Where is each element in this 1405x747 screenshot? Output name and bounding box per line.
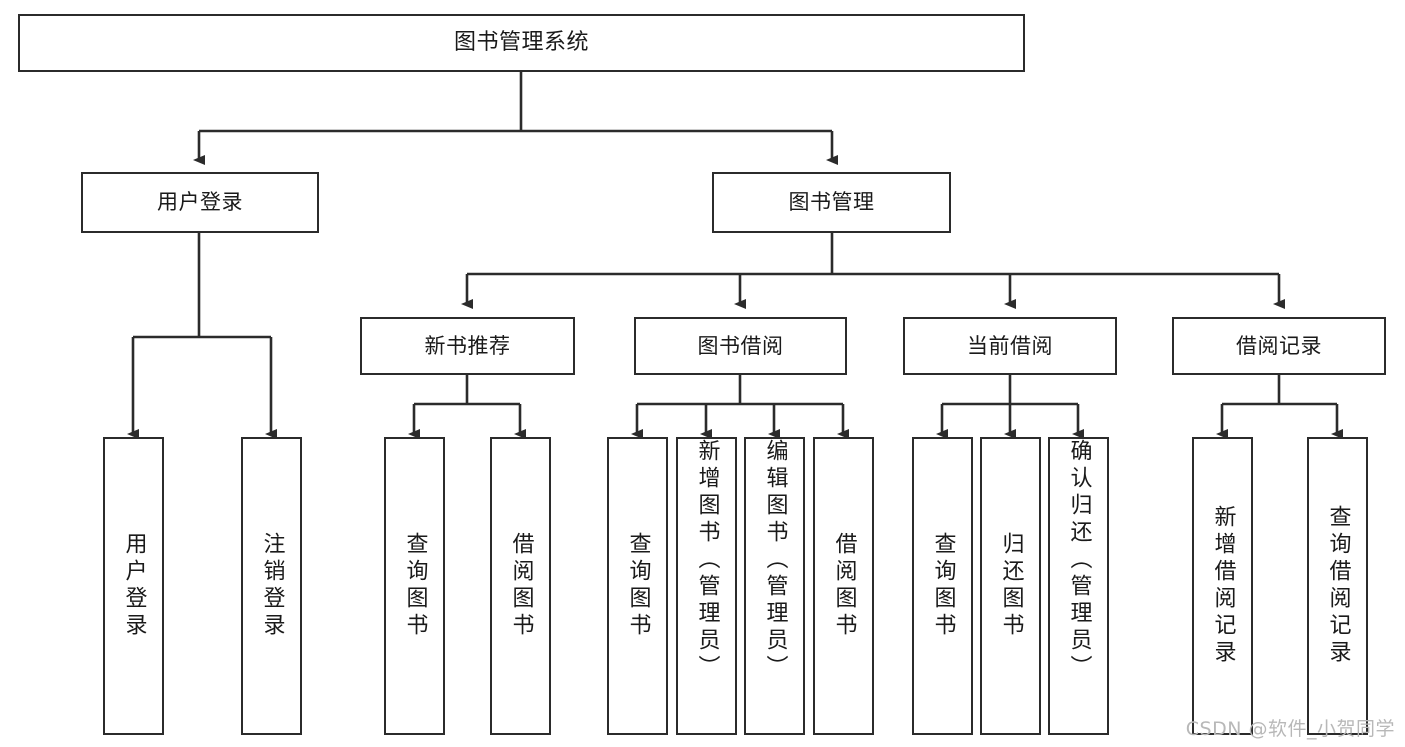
node-leaf-query-book-3[interactable]: 查询图书 <box>912 437 973 735</box>
node-leaf-confirm-return-label: 确认归还（管理员） <box>1066 439 1092 682</box>
node-leaf-borrow-book-1[interactable]: 借阅图书 <box>490 437 551 735</box>
node-leaf-query-record[interactable]: 查询借阅记录 <box>1307 437 1368 735</box>
node-leaf-return-book[interactable]: 归还图书 <box>980 437 1041 735</box>
node-leaf-query-book-2-label: 查询图书 <box>625 532 651 640</box>
node-current-borrow-label: 当前借阅 <box>967 333 1053 358</box>
node-leaf-borrow-book-2-label: 借阅图书 <box>831 532 857 640</box>
node-new-book-recommend[interactable]: 新书推荐 <box>360 317 575 375</box>
node-leaf-query-book-1[interactable]: 查询图书 <box>384 437 445 735</box>
node-current-borrow[interactable]: 当前借阅 <box>903 317 1117 375</box>
node-leaf-logout[interactable]: 注销登录 <box>241 437 302 735</box>
node-leaf-edit-book-label: 编辑图书（管理员） <box>762 439 788 682</box>
node-book-borrow[interactable]: 图书借阅 <box>634 317 847 375</box>
node-leaf-user-login-label: 用户登录 <box>121 532 147 640</box>
node-leaf-query-book-2[interactable]: 查询图书 <box>607 437 668 735</box>
node-leaf-add-book-label: 新增图书（管理员） <box>694 439 720 682</box>
node-leaf-logout-label: 注销登录 <box>259 532 285 640</box>
node-leaf-borrow-book-1-label: 借阅图书 <box>508 532 534 640</box>
node-user-login-label: 用户登录 <box>157 190 243 215</box>
node-leaf-add-record-label: 新增借阅记录 <box>1210 505 1236 667</box>
node-user-login[interactable]: 用户登录 <box>81 172 319 233</box>
node-book-manage-label: 图书管理 <box>788 190 875 215</box>
node-leaf-return-book-label: 归还图书 <box>998 532 1024 640</box>
node-root-label: 图书管理系统 <box>453 30 589 56</box>
node-leaf-confirm-return[interactable]: 确认归还（管理员） <box>1048 437 1109 735</box>
node-leaf-edit-book[interactable]: 编辑图书（管理员） <box>744 437 805 735</box>
node-leaf-query-book-3-label: 查询图书 <box>930 532 956 640</box>
node-book-manage[interactable]: 图书管理 <box>712 172 951 233</box>
node-borrow-record[interactable]: 借阅记录 <box>1172 317 1386 375</box>
node-root[interactable]: 图书管理系统 <box>18 14 1025 72</box>
node-leaf-user-login[interactable]: 用户登录 <box>103 437 164 735</box>
node-leaf-borrow-book-2[interactable]: 借阅图书 <box>813 437 874 735</box>
node-leaf-add-book[interactable]: 新增图书（管理员） <box>676 437 737 735</box>
node-leaf-query-book-1-label: 查询图书 <box>402 532 428 640</box>
node-leaf-query-record-label: 查询借阅记录 <box>1325 505 1351 667</box>
node-leaf-add-record[interactable]: 新增借阅记录 <box>1192 437 1253 735</box>
node-book-borrow-label: 图书借阅 <box>697 333 784 358</box>
node-new-book-recommend-label: 新书推荐 <box>424 333 511 358</box>
watermark: CSDN @软件_小贺同学 <box>1185 718 1395 740</box>
node-borrow-record-label: 借阅记录 <box>1236 333 1322 358</box>
